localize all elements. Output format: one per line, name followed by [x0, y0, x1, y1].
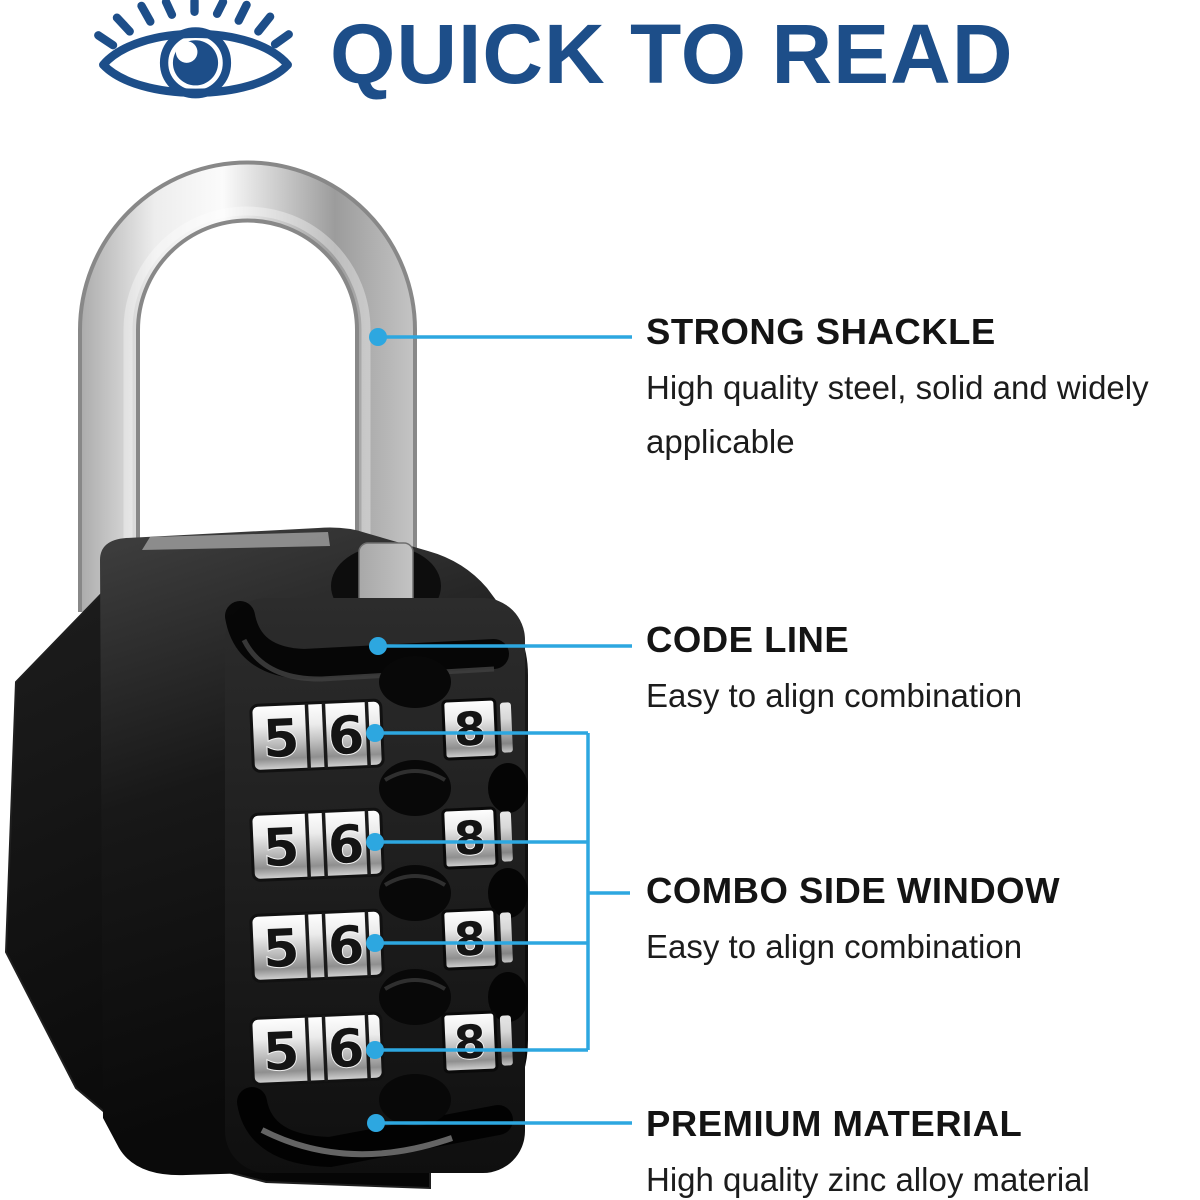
dial-face-panel	[225, 598, 525, 1173]
code-line-groove	[225, 601, 509, 682]
wheel-bumps	[379, 656, 528, 1126]
side-window-digit: 8	[453, 911, 487, 966]
annotation-code-line: CODE LINE Easy to align combination	[646, 619, 1200, 723]
bottom-groove	[237, 1087, 513, 1168]
side-window-digit: 8	[453, 810, 487, 865]
annotation-description: Easy to align combination	[646, 677, 1023, 715]
annotation-combo-side-window: COMBO SIDE WINDOW Easy to align combinat…	[646, 870, 1200, 974]
eye-icon	[94, 0, 293, 99]
dial-digit: 5	[262, 709, 301, 771]
dial-row: 5 6 8	[249, 907, 513, 983]
annotation-description: High quality zinc alloy material	[646, 1161, 1090, 1199]
dial-digit: 5	[262, 919, 301, 981]
body-top-highlight	[142, 532, 330, 550]
annotation-description: High quality steel, solid and widely app…	[646, 369, 1149, 460]
dial-digit: 5	[262, 1022, 301, 1084]
dial-digit: 6	[327, 916, 366, 978]
annotation-strong-shackle: STRONG SHACKLE High quality steel, solid…	[646, 311, 1200, 468]
leader-lines	[366, 328, 632, 1132]
annotation-heading: PREMIUM MATERIAL	[646, 1103, 1023, 1144]
dial-row: 5 6 8	[249, 1010, 513, 1086]
annotation-heading: STRONG SHACKLE	[646, 311, 996, 352]
side-window-digit: 8	[453, 701, 487, 756]
annotation-premium-material: PREMIUM MATERIAL High quality zinc alloy…	[646, 1103, 1200, 1200]
dial-digit: 6	[327, 1019, 366, 1081]
annotation-heading: COMBO SIDE WINDOW	[646, 870, 1061, 911]
dial-row: 5 6 8	[249, 697, 513, 773]
dial-digit: 6	[327, 706, 366, 768]
leader-combo-side-window	[366, 724, 630, 1059]
annotation-heading: CODE LINE	[646, 619, 850, 660]
dial-digit: 6	[327, 815, 366, 877]
shackle	[78, 160, 417, 612]
dial-row: 5 6 8	[249, 806, 513, 882]
annotation-description: Easy to align combination	[646, 928, 1023, 966]
side-window-digit: 8	[453, 1014, 487, 1069]
page-title: QUICK TO READ	[330, 7, 1014, 101]
dial-digit: 5	[262, 818, 301, 880]
